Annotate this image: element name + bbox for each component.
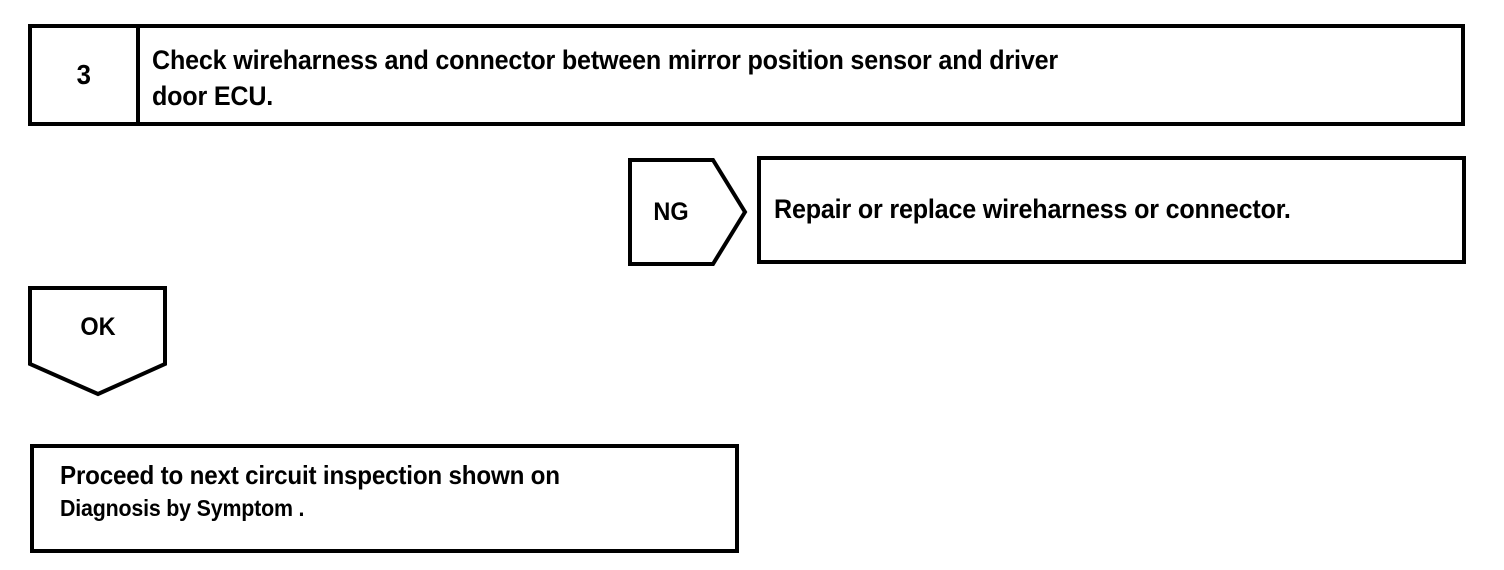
ng-result-text: Repair or replace wireharness or connect… (774, 194, 1291, 224)
step-instruction-line-1: Check wireharness and connector between … (152, 45, 1058, 75)
step-number-cell: 3 (32, 28, 140, 122)
step-instruction-line-2: door ECU. (152, 81, 274, 111)
ok-result-line-2: Diagnosis by Symptom . (60, 495, 305, 521)
step-instruction: Check wireharness and connector between … (152, 42, 1451, 114)
ng-label: NG (653, 197, 689, 226)
ok-result-text: Proceed to next circuit inspection shown… (60, 458, 597, 524)
ok-arrow-shape (28, 286, 167, 397)
step-number: 3 (76, 59, 92, 90)
ng-arrow-shape (628, 158, 748, 266)
ng-result-box: Repair or replace wireharness or connect… (757, 156, 1466, 264)
step-row: 3 Check wireharness and connector betwee… (28, 24, 1465, 126)
ok-arrow: OK (28, 286, 168, 398)
ng-arrow: NG (628, 158, 748, 266)
ok-result-box: Proceed to next circuit inspection shown… (30, 444, 739, 553)
ok-label: OK (80, 312, 116, 341)
ok-result-line-1: Proceed to next circuit inspection shown… (60, 460, 560, 490)
